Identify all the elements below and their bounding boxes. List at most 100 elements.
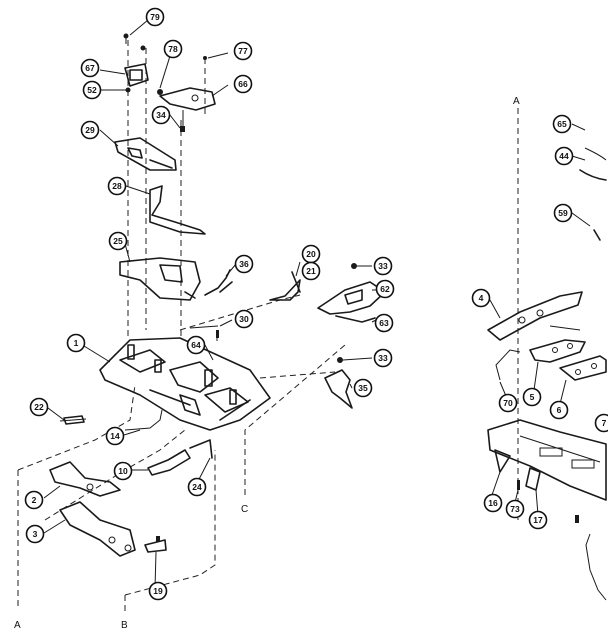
callout-circle — [186, 335, 206, 355]
callout-67: 67 — [80, 58, 100, 78]
callout-circle — [234, 309, 254, 329]
callout-number: 73 — [510, 504, 520, 514]
callout-circle — [353, 378, 373, 398]
callout-21: 21 — [301, 261, 321, 281]
callout-circle — [554, 146, 574, 166]
callout-number: 70 — [503, 398, 513, 408]
section-label-c: C — [241, 504, 248, 515]
right-assembly — [487, 108, 607, 601]
callout-circle — [373, 348, 393, 368]
callout-28: 28 — [107, 176, 127, 196]
callout-circle — [549, 400, 569, 420]
callout-circle — [80, 120, 100, 140]
leader-lines-right — [489, 123, 591, 516]
callout-number: 4 — [479, 293, 484, 303]
left-assembly — [17, 19, 386, 612]
callout-number: 3 — [33, 529, 38, 539]
callout-number: 63 — [379, 318, 389, 328]
callout-number: 79 — [150, 12, 160, 22]
part-lever-28 — [149, 185, 206, 235]
callout-number: 64 — [191, 340, 201, 350]
callout-circle — [505, 499, 525, 519]
part-frame-right — [487, 419, 607, 501]
alignment-lines — [17, 40, 346, 612]
section-label-a-right: A — [513, 96, 520, 107]
callout-number: 17 — [533, 515, 543, 525]
callout-number: 33 — [378, 353, 388, 363]
callout-number: 78 — [168, 44, 178, 54]
callout-circle — [301, 261, 321, 281]
callout-73: 73 — [505, 499, 525, 519]
callout-number: 67 — [85, 63, 95, 73]
part-bracket-67 — [124, 63, 149, 93]
part-clip-19 — [144, 536, 167, 553]
callout-5: 5 — [522, 387, 542, 407]
callout-10a: 10 — [113, 461, 133, 481]
callout-circle — [25, 524, 45, 544]
part-slide-3 — [59, 501, 136, 557]
callout-circle — [375, 279, 395, 299]
callout-circle — [24, 490, 44, 510]
callout-number: 2 — [32, 495, 37, 505]
callout-number: 19 — [153, 586, 163, 596]
callout-33b: 33 — [373, 348, 393, 368]
part-wire-70 — [495, 349, 521, 381]
callout-63: 63 — [374, 313, 394, 333]
callout-65: 65 — [552, 114, 572, 134]
callout-52: 52 — [82, 80, 102, 100]
part-bracket-5 — [529, 339, 586, 363]
part-bracket-66 — [157, 56, 216, 132]
callout-number: 66 — [238, 79, 248, 89]
callout-number: 33 — [378, 261, 388, 271]
callout-number: 65 — [557, 119, 567, 129]
part-plate-29 — [114, 137, 177, 171]
leader-lines-left — [43, 19, 384, 589]
callout-20: 20 — [301, 244, 321, 264]
part-bar-4 — [487, 291, 583, 341]
callout-77: 77 — [233, 41, 253, 61]
callout-number: 77 — [238, 46, 248, 56]
callout-number: 10 — [118, 466, 128, 476]
part-bracket-6 — [559, 355, 607, 381]
callout-25: 25 — [108, 231, 128, 251]
callout-circle — [373, 256, 393, 276]
callout-circle — [80, 58, 100, 78]
callout-1: 1 — [66, 333, 86, 353]
callout-78: 78 — [163, 39, 183, 59]
section-label-b-left: B — [121, 620, 128, 631]
callout-circle — [108, 231, 128, 251]
callout-circle — [234, 254, 254, 274]
callout-number: 30 — [239, 314, 249, 324]
callout-70: 70 — [498, 393, 518, 413]
callout-number: 29 — [85, 125, 95, 135]
callout-circle — [553, 203, 573, 223]
callout-29: 29 — [80, 120, 100, 140]
part-screw-22 — [59, 415, 87, 425]
callout-number: 7 — [602, 418, 607, 428]
callout-circle — [187, 477, 207, 497]
callout-number: 44 — [559, 151, 569, 161]
callout-number: 20 — [306, 249, 316, 259]
callout-circle — [113, 461, 133, 481]
callout-number: 36 — [239, 259, 249, 269]
callout-number: 35 — [358, 383, 368, 393]
callout-22: 22 — [29, 397, 49, 417]
part-bracket-24 — [189, 439, 213, 459]
callout-79: 79 — [145, 7, 165, 27]
callout-circle — [374, 313, 394, 333]
callout-4: 4 — [471, 288, 491, 308]
part-wire-14 — [124, 409, 163, 431]
callout-3: 3 — [25, 524, 45, 544]
callout-number: 59 — [558, 208, 568, 218]
callout-number: 34 — [156, 110, 166, 120]
callout-35: 35 — [353, 378, 373, 398]
part-pin-30 — [189, 325, 219, 338]
callout-circle — [483, 493, 503, 513]
callout-62: 62 — [375, 279, 395, 299]
section-labels: A B C A — [14, 96, 520, 631]
part-lever-10 — [147, 449, 191, 476]
callout-34: 34 — [151, 105, 171, 125]
callout-circle — [163, 39, 183, 59]
callout-30: 30 — [234, 309, 254, 329]
